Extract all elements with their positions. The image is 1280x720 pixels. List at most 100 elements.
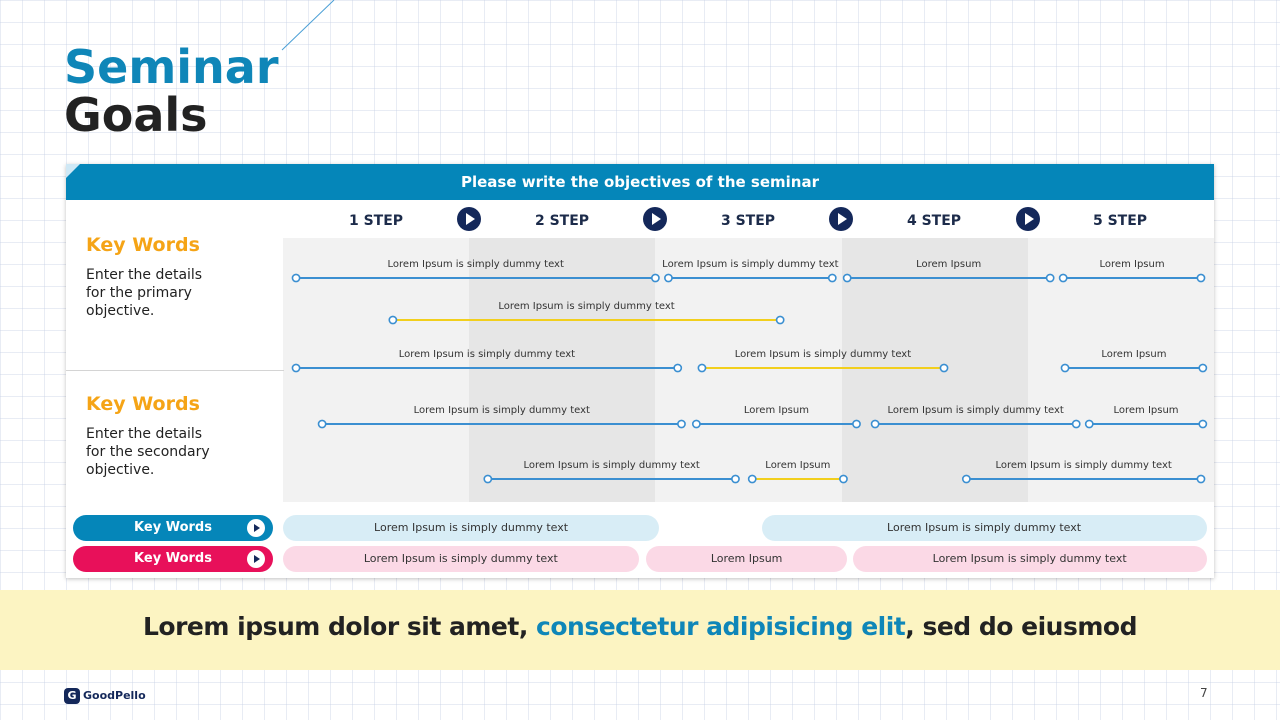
timeline-bar-label: Lorem Ipsum is simply dummy text xyxy=(662,259,838,270)
keyword-button-label: Key Words xyxy=(134,551,212,566)
timeline-bar-endpoint xyxy=(961,474,971,484)
timeline-bar-endpoint xyxy=(291,363,301,373)
timeline-bar-label: Lorem Ipsum xyxy=(744,405,809,416)
timeline-bar: Lorem Ipsum xyxy=(1084,405,1208,429)
timeline-bar-endpoint xyxy=(1071,419,1081,429)
timeline-bar-label: Lorem Ipsum is simply dummy text xyxy=(735,349,911,360)
step-label-2: 2 STEP xyxy=(534,213,590,229)
timeline-bar: Lorem Ipsum is simply dummy text xyxy=(697,349,949,373)
step-label-1: 1 STEP xyxy=(348,213,404,229)
timeline-bar: Lorem Ipsum is simply dummy text xyxy=(483,460,740,484)
timeline-bar-endpoint xyxy=(775,315,785,325)
timeline-bar-endpoint xyxy=(1045,273,1055,283)
step-label-4: 4 STEP xyxy=(906,213,962,229)
timeline-bar-endpoint xyxy=(731,474,740,484)
timeline-bar-endpoint xyxy=(291,273,301,283)
timeline-bar: Lorem Ipsum xyxy=(747,460,848,484)
step-arrow-icon[interactable] xyxy=(1016,207,1040,231)
timeline-bar-label: Lorem Ipsum xyxy=(1113,405,1178,416)
title-line-1: Seminar xyxy=(64,40,279,94)
timeline-bar-label: Lorem Ipsum is simply dummy text xyxy=(399,349,575,360)
timeline-bar: Lorem Ipsum is simply dummy text xyxy=(291,349,683,373)
timeline-bar-endpoint xyxy=(1060,363,1070,373)
timeline-bar-endpoint xyxy=(691,419,701,429)
timeline-bar-endpoint xyxy=(1084,419,1094,429)
section-divider xyxy=(66,370,284,371)
panel-header: Please write the objectives of the semin… xyxy=(66,164,1214,200)
title-line-2: Goals xyxy=(64,88,208,142)
keyword-pill: Lorem Ipsum xyxy=(646,546,848,572)
keyword-pill: Lorem Ipsum is simply dummy text xyxy=(852,546,1207,572)
keyword-button-label: Key Words xyxy=(134,520,212,535)
timeline-bar: Lorem Ipsum is simply dummy text xyxy=(961,460,1206,484)
secondary-keyword-title: Key Words xyxy=(86,393,200,415)
timeline-bar: Lorem Ipsum is simply dummy text xyxy=(662,259,839,283)
timeline-bar-endpoint xyxy=(827,273,837,283)
timeline-bar-label: Lorem Ipsum xyxy=(1101,349,1166,360)
play-icon xyxy=(247,519,265,537)
timeline-bar-endpoint xyxy=(1058,273,1068,283)
timeline-bar-endpoint xyxy=(697,363,707,373)
play-icon xyxy=(247,550,265,568)
step-column-bg xyxy=(1027,238,1215,502)
timeline-bar-endpoint xyxy=(317,419,327,429)
page-number: 7 xyxy=(1200,686,1208,700)
primary-keyword-title: Key Words xyxy=(86,234,200,256)
footer-statement: Lorem ipsum dolor sit amet, consectetur … xyxy=(143,612,1137,641)
step-arrow-icon[interactable] xyxy=(643,207,667,231)
timeline-bar-endpoint xyxy=(842,273,852,283)
timeline-bar-endpoint xyxy=(939,363,949,373)
timeline-bar-label: Lorem Ipsum is simply dummy text xyxy=(887,405,1063,416)
step-label-5: 5 STEP xyxy=(1092,213,1148,229)
timeline-bar: Lorem Ipsum is simply dummy text xyxy=(291,259,660,283)
timeline-bar: Lorem Ipsum xyxy=(1058,259,1206,283)
keyword-pill: Lorem Ipsum is simply dummy text xyxy=(283,515,660,541)
timeline-bar-endpoint xyxy=(852,419,861,429)
timeline-bar-label: Lorem Ipsum is simply dummy text xyxy=(995,460,1171,471)
step-label-3: 3 STEP xyxy=(720,213,776,229)
corner-fold xyxy=(66,164,80,178)
timeline-bar-endpoint xyxy=(651,273,660,283)
timeline-bar-endpoint xyxy=(388,315,398,325)
step-arrow-icon[interactable] xyxy=(457,207,481,231)
timeline-bar-endpoint xyxy=(870,419,880,429)
keyword-pill: Lorem Ipsum is simply dummy text xyxy=(761,515,1207,541)
timeline-bar: Lorem Ipsum is simply dummy text xyxy=(870,405,1081,429)
timeline-bar-endpoint xyxy=(1196,474,1206,484)
keyword-button[interactable]: Key Words xyxy=(73,515,273,541)
primary-keyword-desc: Enter the details for the primary object… xyxy=(86,267,203,319)
timeline-bar: Lorem Ipsum xyxy=(1060,349,1208,373)
logo-mark-icon: G xyxy=(64,688,80,704)
footer-band xyxy=(0,590,1280,670)
timeline-bar-label: Lorem Ipsum is simply dummy text xyxy=(414,405,590,416)
keyword-button[interactable]: Key Words xyxy=(73,546,273,572)
timeline-bar-label: Lorem Ipsum xyxy=(1100,259,1165,270)
logo-text: GoodPello xyxy=(83,689,146,702)
timeline-bar-endpoint xyxy=(1198,363,1208,373)
secondary-keyword-desc: Enter the details for the secondary obje… xyxy=(86,426,210,478)
timeline-bar-endpoint xyxy=(677,419,686,429)
timeline-bar-endpoint xyxy=(1196,273,1206,283)
timeline-bar-endpoint xyxy=(747,474,757,484)
keyword-pill: Lorem Ipsum is simply dummy text xyxy=(283,546,639,572)
step-arrow-icon[interactable] xyxy=(829,207,853,231)
timeline-bar-label: Lorem Ipsum is simply dummy text xyxy=(388,259,564,270)
step-column-bg xyxy=(841,238,1029,502)
timeline-bar-endpoint xyxy=(673,363,683,373)
timeline-bar-endpoint xyxy=(1198,419,1208,429)
timeline-bar: Lorem Ipsum is simply dummy text xyxy=(388,301,785,325)
step-column-bg xyxy=(283,238,470,502)
timeline-bar-label: Lorem Ipsum xyxy=(916,259,981,270)
timeline-bar: Lorem Ipsum xyxy=(842,259,1055,283)
timeline-bar-endpoint xyxy=(483,474,493,484)
timeline-bar-label: Lorem Ipsum is simply dummy text xyxy=(523,460,699,471)
step-column-bg xyxy=(469,238,656,502)
timeline-bar-label: Lorem Ipsum xyxy=(765,460,830,471)
timeline-bar: Lorem Ipsum xyxy=(691,405,861,429)
step-column-bg xyxy=(655,238,843,502)
timeline-bar-label: Lorem Ipsum is simply dummy text xyxy=(498,301,674,312)
timeline-bar-endpoint xyxy=(664,273,673,283)
timeline-bar-endpoint xyxy=(839,474,848,484)
